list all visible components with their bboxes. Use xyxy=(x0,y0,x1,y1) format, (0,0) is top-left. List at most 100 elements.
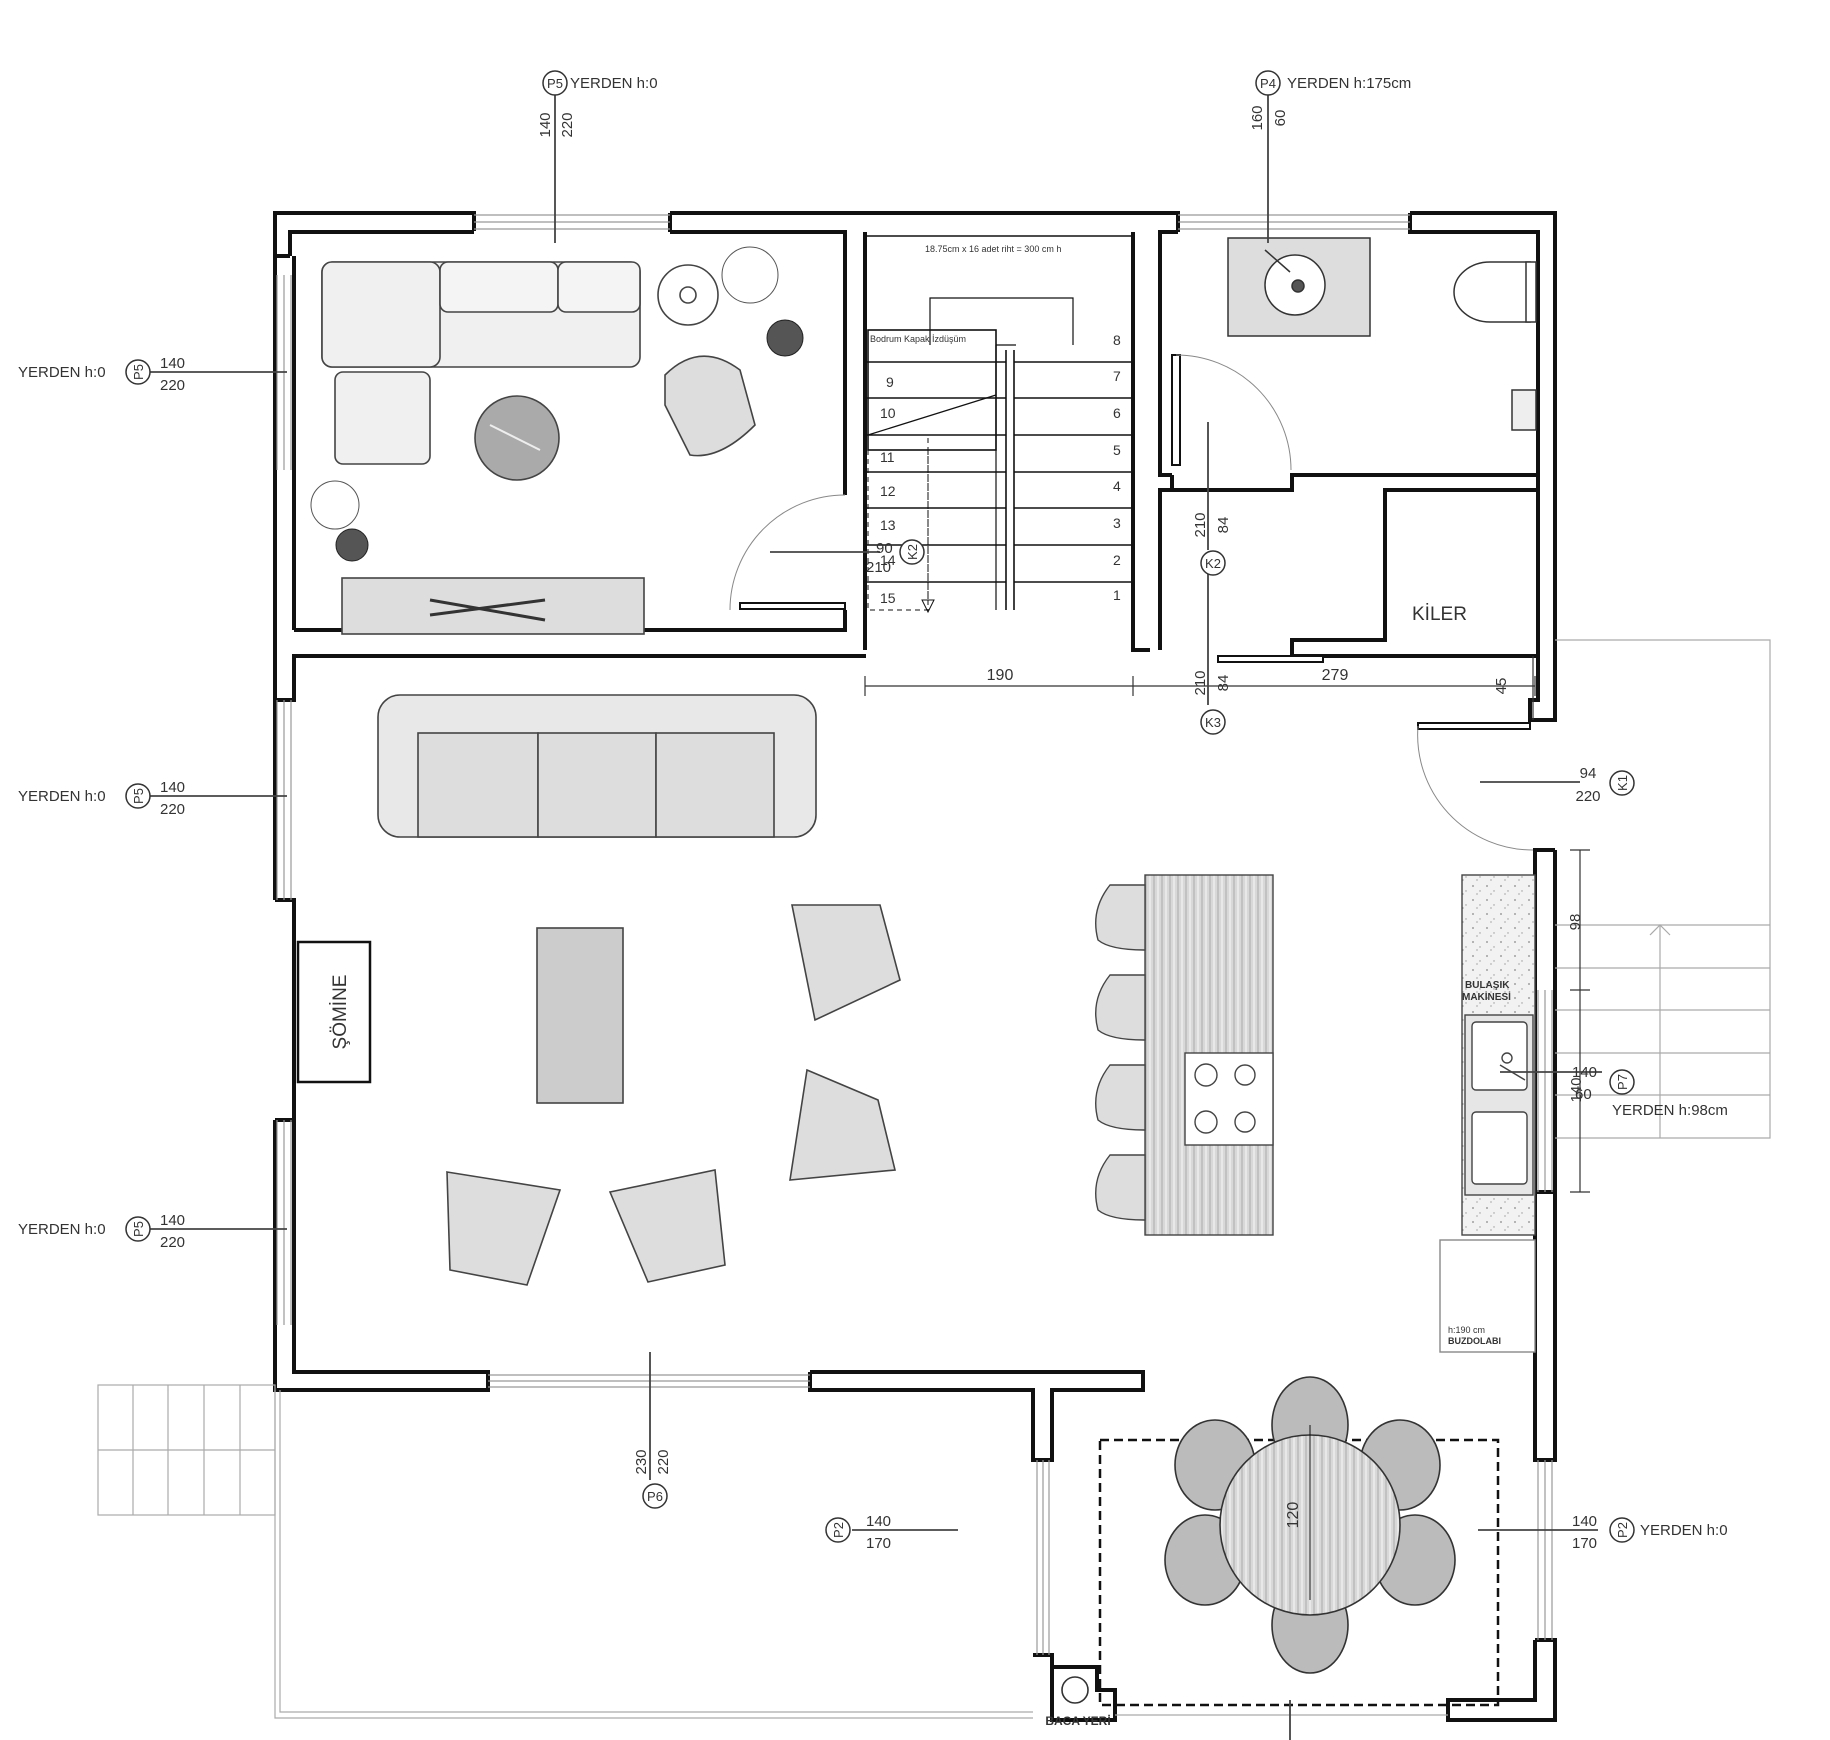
opening-height-label: YERDEN h:175cm xyxy=(1287,75,1411,92)
upper-living-room xyxy=(321,261,756,635)
coffee-table xyxy=(536,927,624,1104)
armchair xyxy=(664,355,756,457)
fridge-height-label: h:190 cm xyxy=(1448,1325,1485,1335)
opening-width: 160 xyxy=(1249,105,1266,130)
step-number: 13 xyxy=(880,517,896,533)
stair-riser-note: 18.75cm x 16 adet riht = 300 cm h xyxy=(925,244,1061,254)
door-height: 210 xyxy=(1192,670,1209,695)
door-tag-k1: K1 94 220 xyxy=(1575,765,1635,805)
dim-counter-98: 98 xyxy=(1567,914,1584,931)
step-number: 8 xyxy=(1113,332,1121,348)
opening-tag-p2-right: 140 170 P2 YERDEN h:0 xyxy=(1572,1513,1728,1552)
bar-stool xyxy=(1095,974,1146,1041)
opening-height: 170 xyxy=(866,1535,891,1552)
door-k1 xyxy=(1417,722,1534,851)
plant-icons xyxy=(310,246,804,562)
main-living-room xyxy=(296,694,901,1286)
tag-leaders xyxy=(150,95,1602,1740)
opening-tag-p5-left-1: YERDEN h:0 P5 140 220 xyxy=(18,355,185,394)
step-number: 12 xyxy=(880,483,896,499)
opening-width: 140 xyxy=(1572,1064,1597,1081)
dishwasher-label: BULAŞIK xyxy=(1465,980,1510,991)
bar-stool xyxy=(1095,1064,1146,1131)
fridge-label: BUZDOLABI xyxy=(1448,1336,1501,1346)
opening-height: 220 xyxy=(160,801,185,818)
tag-code: K2 xyxy=(1205,556,1221,571)
shower-valve-icon xyxy=(1511,389,1537,431)
door-width: 90 xyxy=(876,540,893,557)
opening-tags: P5 YERDEN h:0 140 220 P4 YERDEN h:175cm … xyxy=(18,70,1728,1552)
opening-height-label: YERDEN h:0 xyxy=(570,75,658,92)
step-number: 6 xyxy=(1113,405,1121,421)
bar-stool xyxy=(1095,1154,1146,1221)
fridge xyxy=(1439,1239,1536,1353)
opening-tag-p5-top: P5 YERDEN h:0 140 220 xyxy=(537,70,658,138)
tag-code: P6 xyxy=(647,1489,663,1504)
step-number: 4 xyxy=(1113,478,1121,494)
door-height: 210 xyxy=(866,559,891,576)
opening-tag-p5-left-3: YERDEN h:0 P5 140 220 xyxy=(18,1212,185,1251)
stair-treads xyxy=(865,361,1133,583)
kitchen-island xyxy=(1095,874,1274,1236)
stair-step-numbers: 8 7 6 5 4 3 2 1 9 10 11 12 13 14 15 xyxy=(880,332,1121,606)
step-number: 15 xyxy=(880,590,896,606)
step-number: 1 xyxy=(1113,587,1121,603)
tag-code: P5 xyxy=(131,788,146,804)
tag-code: P2 xyxy=(831,1522,846,1538)
terrace-outline xyxy=(97,639,1771,1719)
step-number: 11 xyxy=(880,449,895,465)
door-width: 84 xyxy=(1215,675,1232,692)
fireplace-label: ŞÖMİNE xyxy=(330,975,351,1050)
toilet-icon xyxy=(1453,261,1531,323)
opening-width: 140 xyxy=(160,779,185,796)
dishwasher-label-2: MAKİNESİ xyxy=(1462,990,1511,1003)
dim-counter-140: 140 xyxy=(1568,1077,1585,1102)
opening-height-label: YERDEN h:0 xyxy=(18,364,106,381)
window-openings xyxy=(276,214,1553,1655)
opening-height-label: YERDEN h:98cm xyxy=(1612,1102,1728,1119)
opening-height-label: YERDEN h:0 xyxy=(1640,1522,1728,1539)
doors xyxy=(729,354,1534,851)
door-tag-k2-living: K2 90 210 xyxy=(866,539,925,576)
opening-height: 60 xyxy=(1272,110,1289,127)
door-width: 84 xyxy=(1215,517,1232,534)
plant-icon xyxy=(766,319,804,357)
tag-code: K1 xyxy=(1615,775,1630,791)
door-width: 94 xyxy=(1580,765,1597,782)
opening-tag-p7: P7 140 60 YERDEN h:98cm xyxy=(1572,1064,1728,1119)
step-number: 14 xyxy=(880,552,896,568)
door-height: 210 xyxy=(1192,512,1209,537)
step-number: 9 xyxy=(886,374,894,390)
armchair xyxy=(608,1169,726,1283)
dim-hall-length: 279 xyxy=(1322,667,1349,684)
door-k3 xyxy=(1217,655,1324,663)
dining-area xyxy=(1061,1376,1500,1707)
tag-code: P5 xyxy=(131,364,146,380)
opening-height: 220 xyxy=(559,112,576,137)
opening-width: 140 xyxy=(160,1212,185,1229)
fireplace xyxy=(296,940,372,1084)
armchair xyxy=(446,1171,562,1286)
step-number: 3 xyxy=(1113,515,1121,531)
tag-code: P7 xyxy=(1615,1074,1630,1090)
kitchen-counter xyxy=(1439,874,1536,1353)
tag-code: P5 xyxy=(131,1221,146,1237)
tag-code: P5 xyxy=(547,76,563,91)
step-number: 5 xyxy=(1113,442,1121,458)
opening-height: 170 xyxy=(1572,1535,1597,1552)
opening-width: 140 xyxy=(866,1513,891,1530)
bathroom xyxy=(1227,237,1537,431)
door-height: 220 xyxy=(1575,788,1600,805)
armchair xyxy=(789,1068,896,1181)
ottoman xyxy=(334,371,431,465)
tag-code: P4 xyxy=(1260,76,1276,91)
step-number: 7 xyxy=(1113,368,1121,384)
step-number: 10 xyxy=(880,405,896,421)
door-tag-k3: K3 210 84 xyxy=(1192,670,1232,735)
chimney-flue xyxy=(1061,1676,1089,1704)
door-k2-bath xyxy=(1171,354,1292,471)
dimension-lines xyxy=(864,656,1590,1193)
basement-hatch-label: Bodrum Kapak İzdüşüm xyxy=(870,334,966,344)
door-tag-k2-bath: K2 210 84 xyxy=(1192,512,1232,576)
